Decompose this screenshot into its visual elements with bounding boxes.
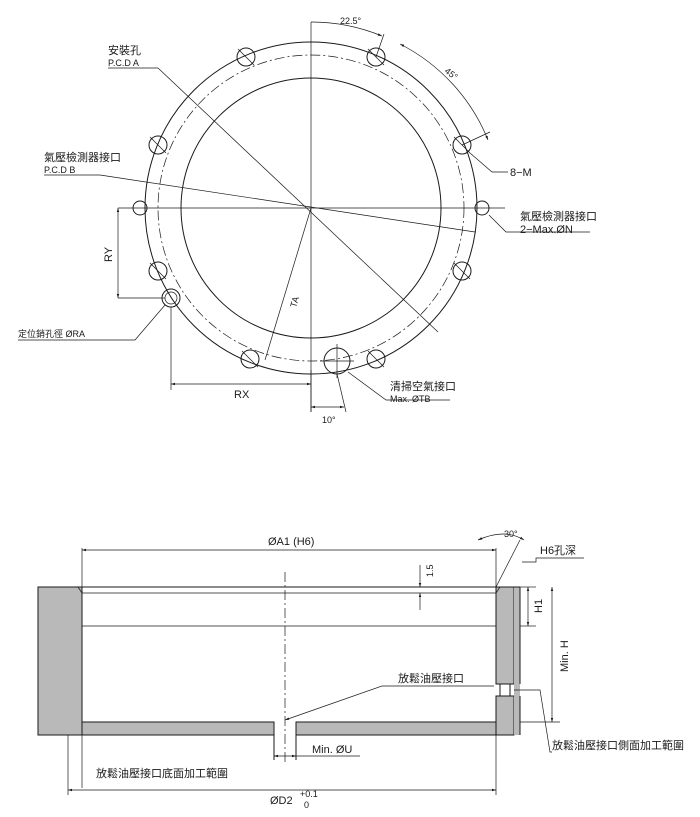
purge-port-size: Max. ØTB bbox=[390, 394, 431, 404]
angle-45-label: 45° bbox=[443, 66, 460, 83]
mount-hole-label: 安裝孔 bbox=[108, 43, 141, 57]
pcd-b-leader bbox=[99, 174, 476, 233]
bolt-hole bbox=[366, 349, 386, 369]
release-port-leader bbox=[284, 685, 494, 721]
h1-label: H1 bbox=[533, 599, 545, 613]
pcd-a-leader bbox=[157, 67, 439, 333]
min-h-label: Min. H bbox=[559, 640, 571, 672]
sensor-port-size: 2−Max.ØN bbox=[520, 224, 573, 236]
right-wall-lower bbox=[495, 695, 515, 736]
bottom-plate-left bbox=[81, 721, 275, 736]
bolt-count-label: 8−M bbox=[510, 167, 532, 179]
mount-hole-pcd: P.C.D A bbox=[108, 58, 139, 68]
rx-label: RX bbox=[234, 389, 250, 401]
sensor-port-label-right: 氣壓檢測器接口 bbox=[520, 209, 597, 223]
bolt-hole bbox=[240, 349, 260, 369]
side-machining-label: 放鬆油壓接口側面加工範圍 bbox=[552, 738, 684, 752]
d2-tol-upper: +0.1 bbox=[300, 789, 318, 799]
bolt-hole bbox=[148, 135, 168, 155]
chamfer-angle-label: 30° bbox=[504, 529, 518, 539]
sensor-leader-right bbox=[488, 214, 590, 233]
angle-45-arc bbox=[399, 43, 489, 141]
chamfer-angle-arc bbox=[477, 533, 525, 541]
ta-label: TA bbox=[288, 295, 301, 308]
min-u-label: Min. ØU bbox=[312, 744, 352, 756]
ta-leader bbox=[264, 207, 312, 361]
bolt-holes bbox=[148, 47, 472, 369]
h6-depth-leader bbox=[522, 557, 584, 563]
top-view bbox=[18, 21, 590, 413]
a1-label: ØA1 (H6) bbox=[268, 536, 314, 548]
d2-label: ØD2 bbox=[270, 795, 293, 807]
h6-depth-label: H6孔深 bbox=[540, 544, 576, 557]
purge-leader bbox=[347, 371, 450, 401]
bolt-hole bbox=[236, 47, 256, 67]
ry-label: RY bbox=[103, 246, 115, 262]
bottom-plate-right bbox=[295, 721, 497, 736]
bolt-hole bbox=[148, 261, 168, 281]
section-view bbox=[37, 533, 584, 795]
sensor-port-right bbox=[474, 200, 490, 216]
dowel-label: 定位銷孔徑 ØRA bbox=[18, 328, 85, 339]
sensor-pcd: P.C.D B bbox=[44, 165, 75, 175]
angle-10-label: 10° bbox=[322, 415, 336, 425]
angle-22-5-label: 22.5° bbox=[340, 16, 362, 26]
bolt-hole bbox=[452, 261, 472, 281]
bolt-leader bbox=[469, 152, 508, 173]
bottom-machining-label: 放鬆油壓接口底面加工範圍 bbox=[96, 766, 228, 780]
dowel-leader bbox=[18, 304, 166, 341]
d2-tol-lower: 0 bbox=[304, 800, 309, 810]
chamfer-depth-label: 1.5 bbox=[425, 564, 435, 577]
right-wall-upper bbox=[495, 586, 515, 685]
sensor-port-left bbox=[132, 200, 148, 216]
release-port-label: 放鬆油壓接口 bbox=[398, 671, 464, 685]
sensor-port-label-left: 氣壓檢測器接口 bbox=[44, 150, 121, 164]
left-wall-body bbox=[37, 586, 83, 736]
angle-22-5-arc bbox=[310, 21, 383, 37]
purge-port-label: 清掃空氣接口 bbox=[390, 379, 456, 393]
side-machining-leader bbox=[514, 689, 552, 753]
